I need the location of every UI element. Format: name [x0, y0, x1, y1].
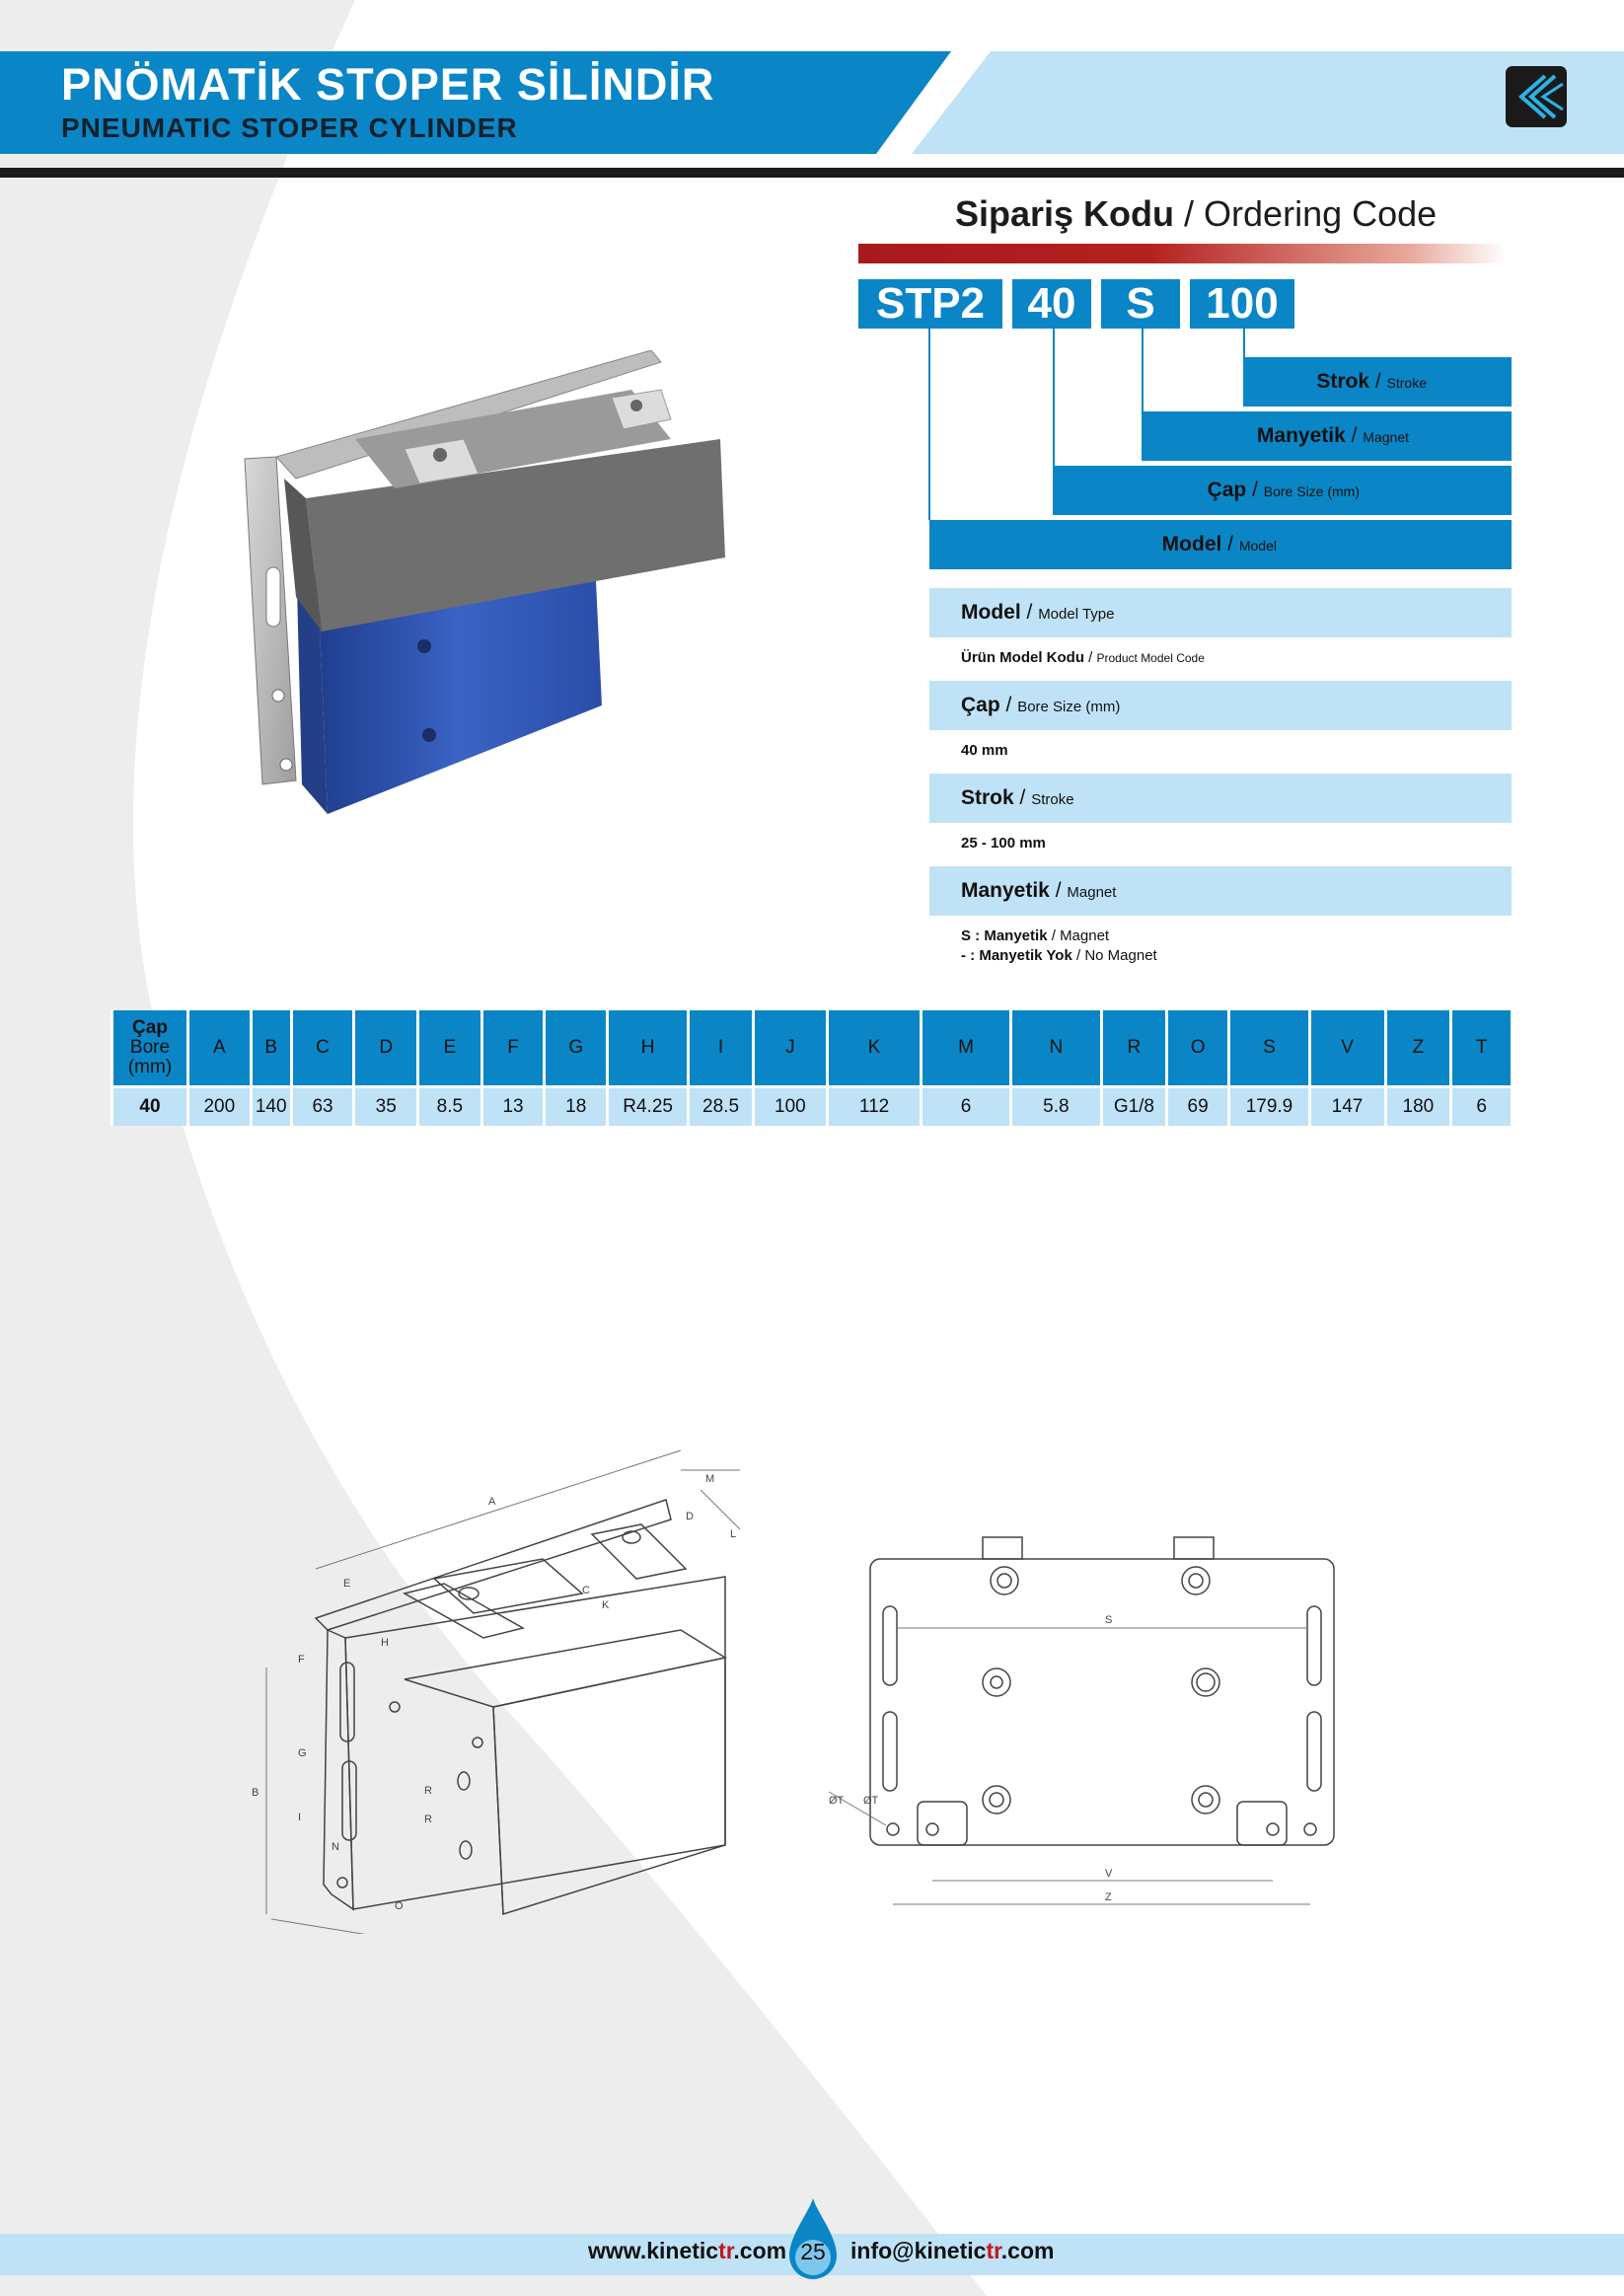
table-cell: 63	[289, 1085, 356, 1126]
detail-bore-header: Çap / Bore Size (mm)	[929, 681, 1512, 730]
table-cell: 112	[825, 1085, 923, 1126]
product-photo	[244, 350, 725, 814]
header-rule	[0, 168, 1624, 178]
table-cell: 28.5	[687, 1085, 755, 1126]
dim-label-c: C	[582, 1585, 590, 1596]
kinetic-logo-icon	[1506, 66, 1567, 127]
table-cell: 18	[543, 1085, 610, 1126]
dim-label-r1: R	[424, 1785, 432, 1797]
table-cell: 200	[186, 1085, 253, 1126]
detail-stroke-header: Strok / Stroke	[929, 774, 1512, 823]
table-header-r: R	[1100, 1010, 1168, 1087]
table-cell: 6	[920, 1085, 1012, 1126]
table-cell: 13	[480, 1085, 547, 1126]
dim-label-o: O	[395, 1900, 404, 1912]
table-header-h: H	[606, 1010, 691, 1087]
code-model: STP2	[858, 279, 1002, 329]
dim-label-s: S	[1105, 1614, 1112, 1626]
footer-website[interactable]: www.kinetictr.com	[588, 2238, 787, 2263]
table-cell: 147	[1307, 1085, 1387, 1126]
dim-label-e: E	[343, 1578, 350, 1590]
table-header-i: I	[687, 1010, 755, 1087]
label-stroke: Strok / Stroke	[1243, 357, 1512, 407]
table-header-a: A	[186, 1010, 253, 1087]
table-cell: 5.8	[1008, 1085, 1104, 1126]
table-header-e: E	[416, 1010, 483, 1087]
table-row: 40 200 140 63 35 8.5 13 18 R4.25 28.5 10…	[111, 1085, 1513, 1126]
dim-label-l: L	[730, 1528, 736, 1540]
table-cell: G1/8	[1100, 1085, 1168, 1126]
header-banner	[0, 51, 1624, 154]
table-cell: 8.5	[416, 1085, 483, 1126]
code-stroke: 100	[1190, 279, 1294, 329]
dim-label-h: H	[381, 1637, 389, 1649]
page-subtitle: PNEUMATIC STOPER CYLINDER	[61, 112, 518, 143]
table-header-z: Z	[1383, 1010, 1453, 1087]
dimensions-table: Çap Bore (mm) A B C D E F G H I J K M N …	[111, 1010, 1513, 1126]
dim-label-f: F	[298, 1654, 305, 1666]
label-bore: Çap / Bore Size (mm)	[1053, 466, 1512, 515]
table-cell: 40	[111, 1085, 189, 1126]
table-cell: 140	[249, 1085, 293, 1126]
detail-model-header: Model / Model Type	[929, 588, 1512, 637]
page-title: PNÖMATİK STOPER SİLİNDİR	[61, 59, 715, 110]
table-header-m: M	[920, 1010, 1012, 1087]
detail-bore-value: 40 mm	[961, 742, 1008, 759]
dim-label-n: N	[332, 1841, 339, 1853]
dim-label-r2: R	[424, 1814, 432, 1825]
detail-stroke-value: 25 - 100 mm	[961, 835, 1046, 852]
dim-label-i: I	[298, 1812, 301, 1823]
table-header-b: B	[249, 1010, 293, 1087]
table-header-d: D	[352, 1010, 420, 1087]
dim-label-v: V	[1105, 1868, 1113, 1880]
ordering-code-title: Sipariş Kodu / Ordering Code	[955, 193, 1438, 234]
page-number: 25	[800, 2239, 826, 2264]
table-header-g: G	[543, 1010, 610, 1087]
table-header-t: T	[1449, 1010, 1513, 1087]
table-header-bore: Çap Bore (mm)	[111, 1010, 189, 1087]
dim-label-a: A	[488, 1496, 496, 1508]
dim-label-t2: ØT	[863, 1795, 879, 1807]
dim-label-b: B	[252, 1787, 258, 1799]
code-magnet: S	[1101, 279, 1180, 329]
table-cell: 6	[1449, 1085, 1513, 1126]
table-header-o: O	[1164, 1010, 1231, 1087]
dim-label-k: K	[602, 1599, 610, 1611]
page-number-drop-icon	[789, 2198, 837, 2279]
footer-email[interactable]: info@kinetictr.com	[850, 2238, 1055, 2263]
dim-label-z: Z	[1105, 1891, 1112, 1903]
table-header-f: F	[480, 1010, 547, 1087]
front-view-drawing: S ØT ØT V Z	[828, 1536, 1335, 1905]
table-cell: 69	[1164, 1085, 1231, 1126]
table-header-s: S	[1227, 1010, 1311, 1087]
detail-magnet-option-2: - : Manyetik Yok / No Magnet	[961, 947, 1157, 964]
table-header-j: J	[751, 1010, 829, 1087]
dim-label-d: D	[686, 1511, 694, 1522]
table-cell: 180	[1383, 1085, 1453, 1126]
detail-magnet-header: Manyetik / Magnet	[929, 866, 1512, 916]
table-header-k: K	[825, 1010, 923, 1087]
label-magnet: Manyetik / Magnet	[1142, 411, 1512, 461]
table-header-n: N	[1008, 1010, 1104, 1087]
table-header-c: C	[289, 1010, 356, 1087]
isometric-drawing: A M D L E C K H F G B I N R R O	[252, 1449, 741, 1934]
detail-model-value: Ürün Model Kodu / Product Model Code	[961, 649, 1205, 666]
table-header-row: Çap Bore (mm) A B C D E F G H I J K M N …	[111, 1010, 1513, 1087]
ordering-code-bar	[858, 244, 1506, 263]
label-model: Model / Model	[929, 520, 1512, 569]
table-cell: 179.9	[1227, 1085, 1311, 1126]
detail-magnet-option-1: S : Manyetik / Magnet	[961, 927, 1110, 944]
dim-label-g: G	[298, 1747, 307, 1759]
table-cell: R4.25	[606, 1085, 691, 1126]
code-bore: 40	[1012, 279, 1091, 329]
table-cell: 100	[751, 1085, 829, 1126]
dim-label-m: M	[705, 1473, 714, 1485]
table-cell: 35	[352, 1085, 420, 1126]
dim-label-t1: ØT	[829, 1795, 845, 1807]
table-header-v: V	[1307, 1010, 1387, 1087]
